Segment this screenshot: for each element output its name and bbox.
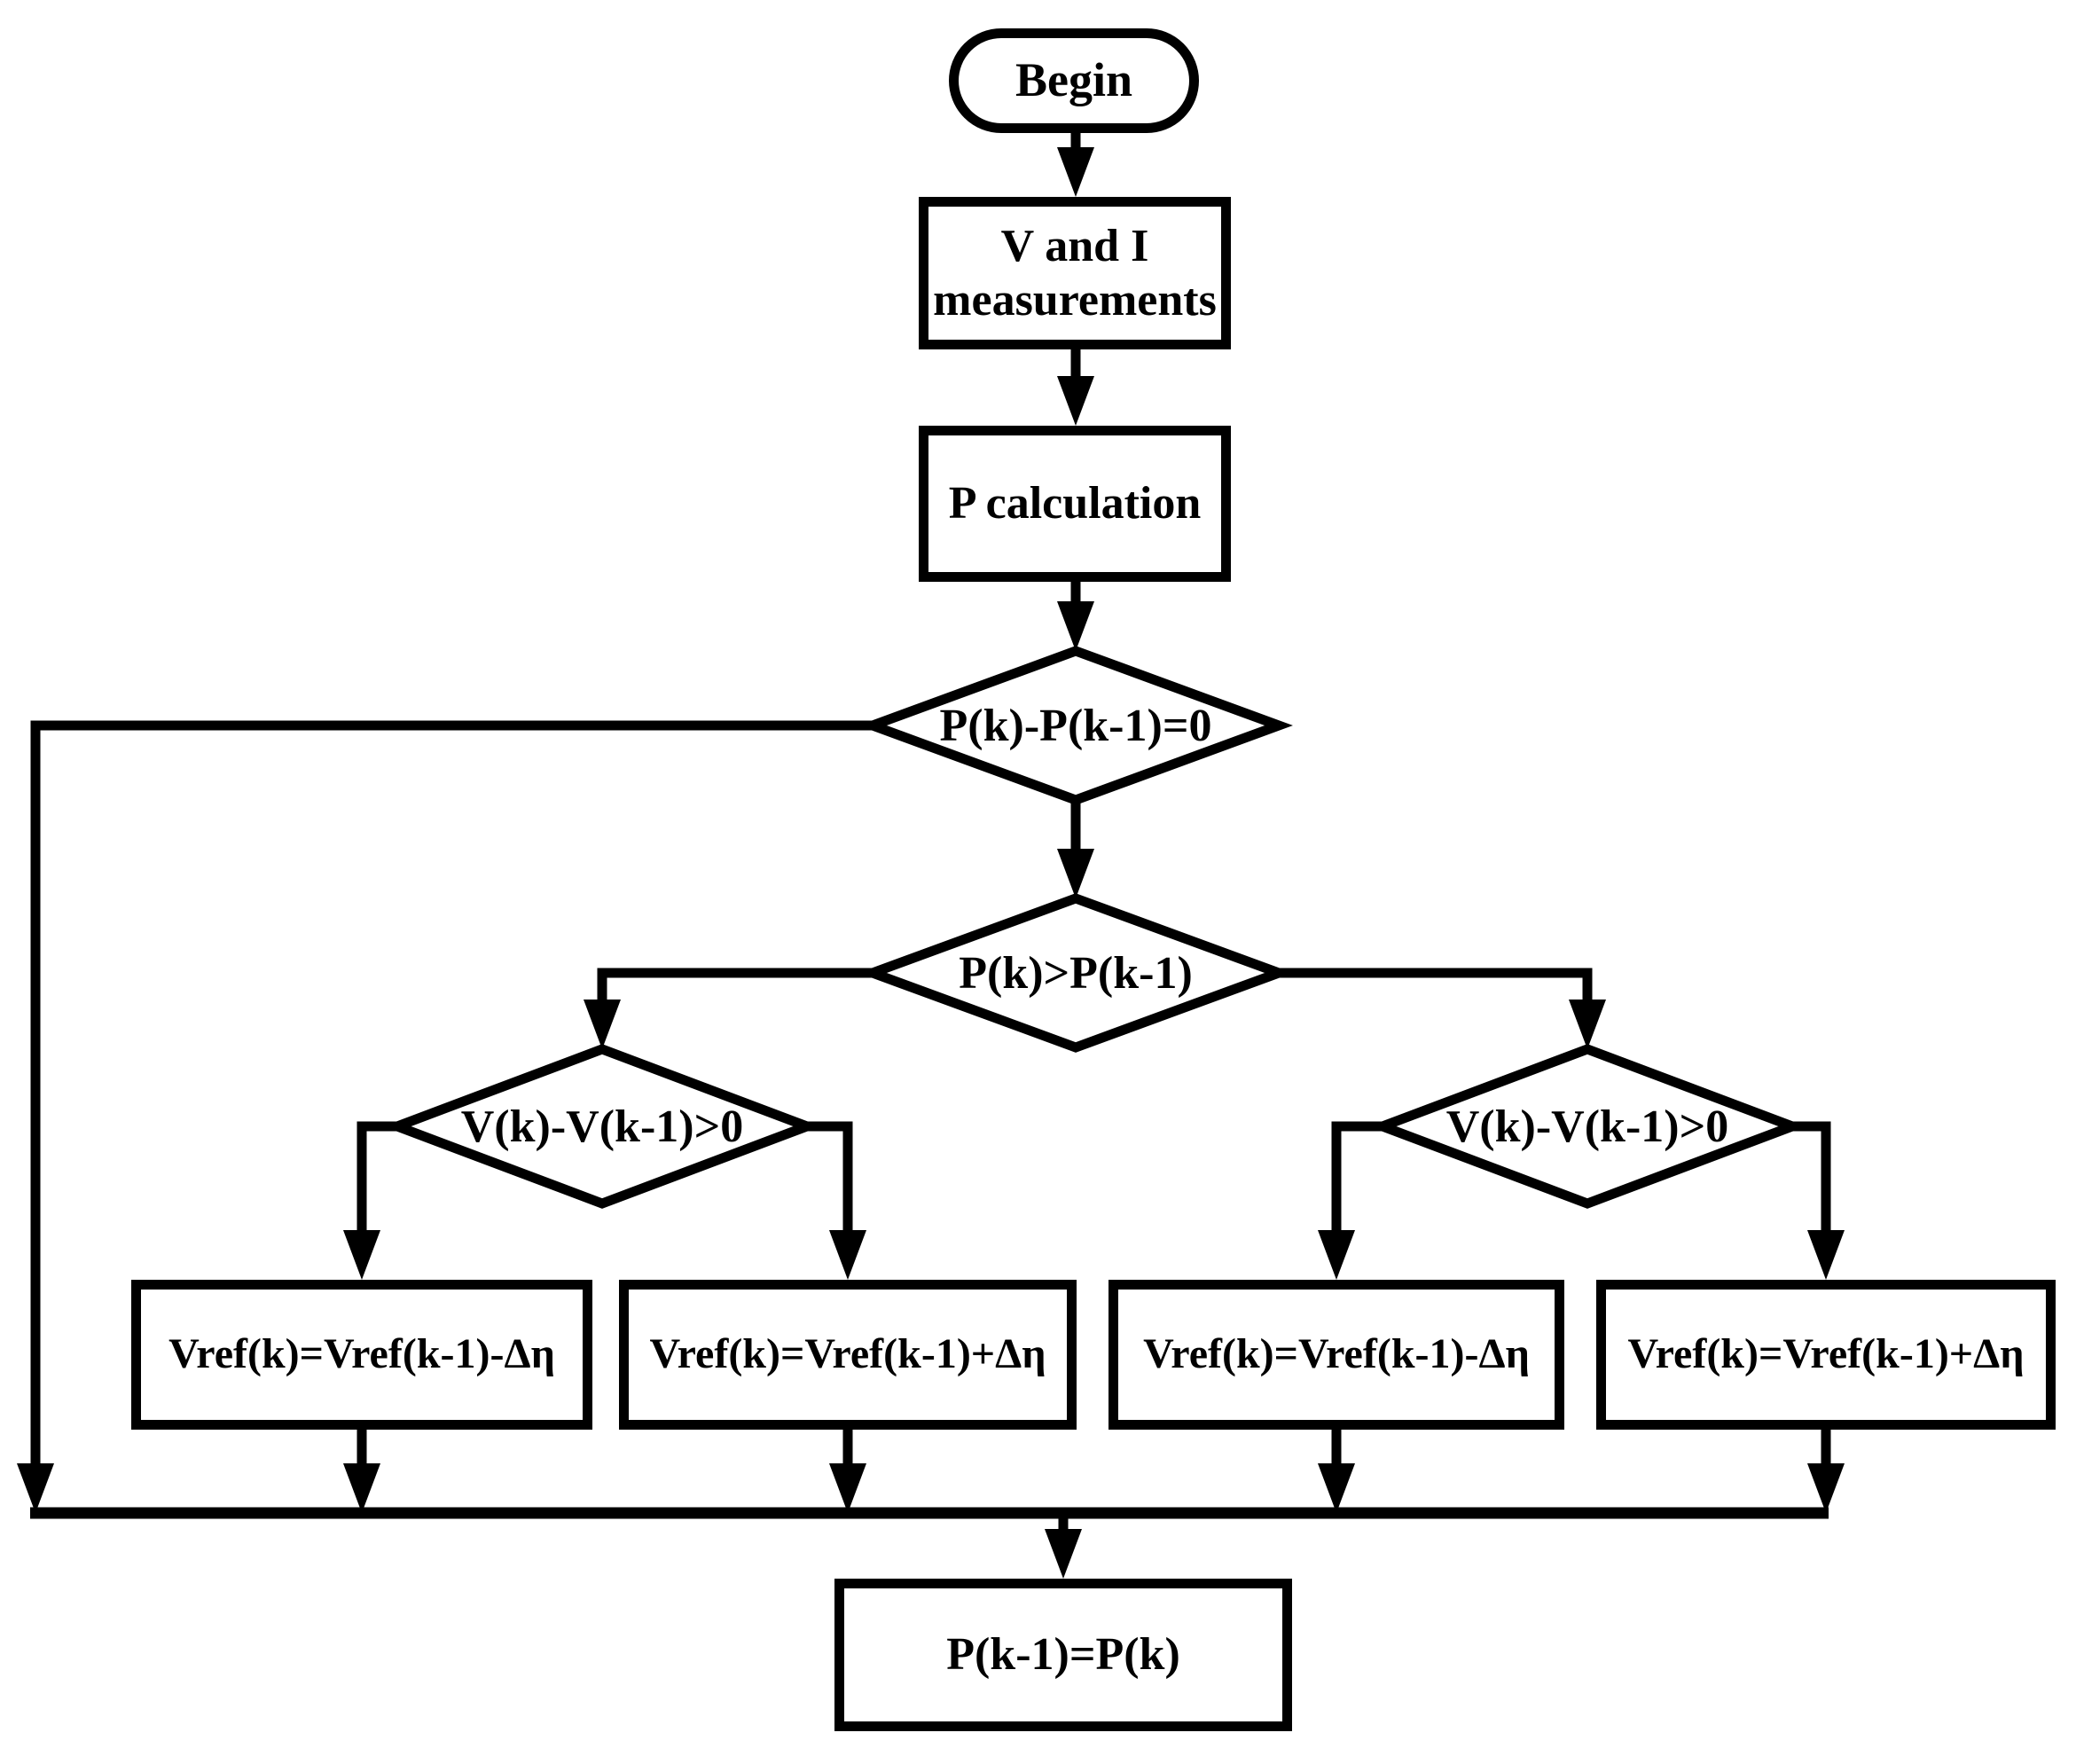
connector-d2-to-dleft [597,968,873,1008]
vref-increase-left-label: Vref(k)=Vref(k-1)+Δη [649,1330,1046,1378]
voltage-decision-left-diamond [383,1044,821,1209]
arrowhead-dright-to-vref-inc [1807,1230,1845,1280]
p-update-label: P(k-1)=P(k) [946,1629,1180,1681]
connector-dright-to-vref-dec [1331,1121,1383,1239]
vref-increase-right-label: Vref(k)=Vref(k-1)+Δη [1627,1330,2025,1378]
power-equal-decision-diamond [858,646,1293,805]
vref-increase-left-box: Vref(k)=Vref(k-1)+Δη [619,1280,1077,1430]
begin-terminator: Begin [949,28,1199,133]
arrowhead-vref4-to-bus [1807,1463,1845,1513]
connector-d2-to-dright [1279,968,1593,1008]
arrowhead-vref2-to-bus [829,1463,866,1513]
arrowhead-d2-to-dright [1569,1000,1606,1049]
p-update-process-box: P(k-1)=P(k) [834,1579,1292,1731]
arrowhead-dright-to-vref-dec [1318,1230,1355,1280]
connector-dleft-to-vref-dec [356,1121,397,1239]
arrowhead-dleft-to-vref-dec [343,1230,380,1280]
arrowhead-begin-to-measure [1057,147,1094,197]
p-calculation-process-box: P calculation [919,426,1231,582]
vref-decrease-left-box: Vref(k)=Vref(k-1)-Δη [131,1280,592,1430]
connector-dright-to-vref-inc [1792,1121,1831,1239]
connector-dleft-to-vref-inc [807,1121,853,1239]
p-calculation-label: P calculation [948,478,1202,529]
voltage-decision-right-label: V(k)-V(k-1)>0 [1445,1101,1729,1152]
vref-decrease-right-box: Vref(k)=Vref(k-1)-Δη [1109,1280,1564,1430]
voltage-decision-right-diamond [1368,1044,1806,1209]
loopback-line [30,720,873,1472]
measurements-label-line2: measurements [933,275,1217,325]
arrowhead-bus-to-update [1045,1529,1082,1579]
vref-decrease-left-label: Vref(k)=Vref(k-1)-Δη [168,1330,555,1378]
arrowhead-measure-to-pcalc [1057,376,1094,426]
power-greater-decision-diamond [858,893,1293,1053]
measurements-label: V and I measurements [933,219,1217,328]
vref-increase-right-box: Vref(k)=Vref(k-1)+Δη [1596,1280,2056,1430]
measurements-process-box: V and I measurements [919,197,1231,349]
arrowhead-vref1-to-bus [343,1463,380,1513]
arrowhead-d1-to-d2 [1057,849,1094,898]
arrowhead-pcalc-to-d1 [1057,601,1094,651]
measurements-label-line1: V and I [1000,220,1149,271]
arrowhead-loopback-to-bus [17,1463,54,1513]
arrowhead-vref3-to-bus [1318,1463,1355,1513]
vref-decrease-right-label: Vref(k)=Vref(k-1)-Δη [1143,1330,1530,1378]
begin-label: Begin [1014,53,1133,107]
voltage-decision-left-label: V(k)-V(k-1)>0 [460,1101,744,1152]
power-greater-decision-label: P(k)>P(k-1) [959,947,1193,999]
power-equal-decision-label: P(k)-P(k-1)=0 [939,700,1212,751]
arrowhead-d2-to-dleft [584,1000,621,1049]
arrowhead-dleft-to-vref-inc [829,1230,866,1280]
